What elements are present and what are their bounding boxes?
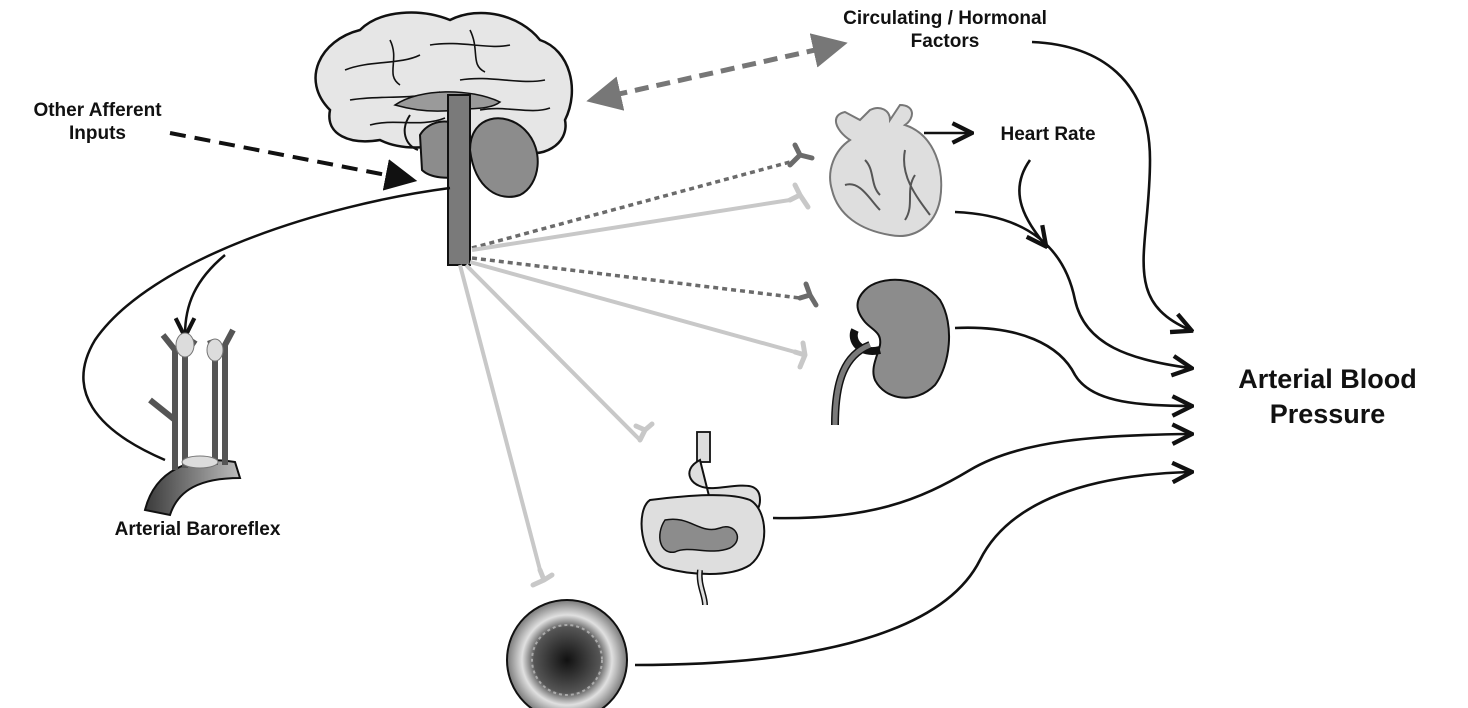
arterial-blood-pressure-label: Arterial Blood Pressure [1205, 362, 1450, 432]
circulating-to-bp-arrow [1032, 42, 1190, 330]
heart-to-bp-arrow [955, 212, 1190, 368]
kidney-to-bp-arrow [955, 328, 1190, 406]
other-afferent-inputs-label: Other Afferent Inputs [0, 100, 195, 146]
blood-vessel-icon [507, 600, 627, 708]
heart-icon [830, 105, 941, 236]
kidney-icon [835, 280, 949, 425]
heart-rate-label: Heart Rate [978, 124, 1118, 147]
brain-icon [316, 13, 572, 265]
intestine-icon [642, 432, 765, 605]
circulating-factors-label: Circulating / Hormonal Factors [800, 8, 1090, 54]
baroreflex-afferent-loop [83, 188, 450, 460]
carotid-artery-icon [145, 330, 240, 515]
baroreflex-carotid-branch [185, 255, 225, 335]
arterial-baroreflex-label: Arterial Baroreflex [75, 519, 320, 542]
